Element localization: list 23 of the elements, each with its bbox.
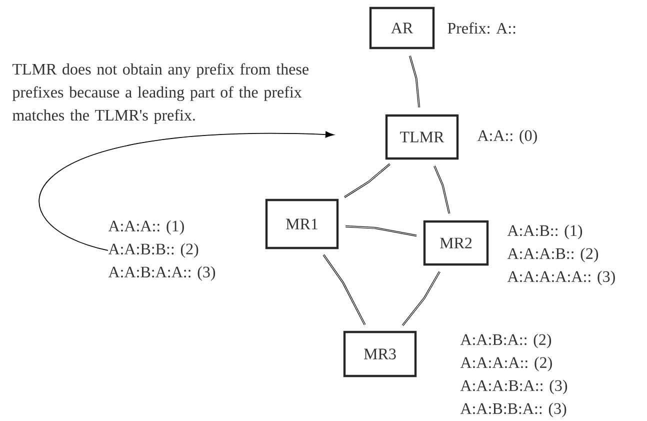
wireless-link [345, 225, 417, 237]
prefix-text: A:A:A:A:A:: (3) [507, 270, 615, 286]
prefix-list: A:A:A:: (1) A:A:B:B:: (2) A:A:B:A:A:: (3) [108, 220, 216, 281]
router-box: MR1 [265, 198, 339, 250]
prefix-text: A:A:A:B:: (2) [507, 248, 598, 262]
wireless-link [344, 163, 390, 198]
prefix-text: A:A:A:A:: (2) [460, 356, 552, 372]
wireless-link [434, 166, 450, 214]
wireless-link [402, 271, 440, 326]
router-box: TLMR [385, 114, 459, 160]
curved-arrow [39, 131, 334, 251]
router-box: MR3 [343, 330, 417, 378]
prefix-text: A:A:B:A:: (2) [460, 334, 552, 348]
wireless-link [409, 55, 420, 108]
prefix-text: A:A:B:: (1) [507, 224, 582, 240]
router-box: AR [369, 6, 435, 50]
note-text: TLMR does not obtain any prefix from these prefixes because a leading part of the prefix matches the TLMR's prefix. [12, 63, 308, 124]
wireless-link [322, 254, 366, 326]
prefix-text: A:A:: (0) [477, 130, 537, 144]
prefix-text: A:A:B:B:A:: (3) [460, 402, 566, 418]
router-box: MR2 [423, 220, 489, 266]
prefix-text: A:A:A:B:A:: (3) [460, 380, 568, 394]
prefix-text: Prefix: A:: [448, 22, 516, 34]
